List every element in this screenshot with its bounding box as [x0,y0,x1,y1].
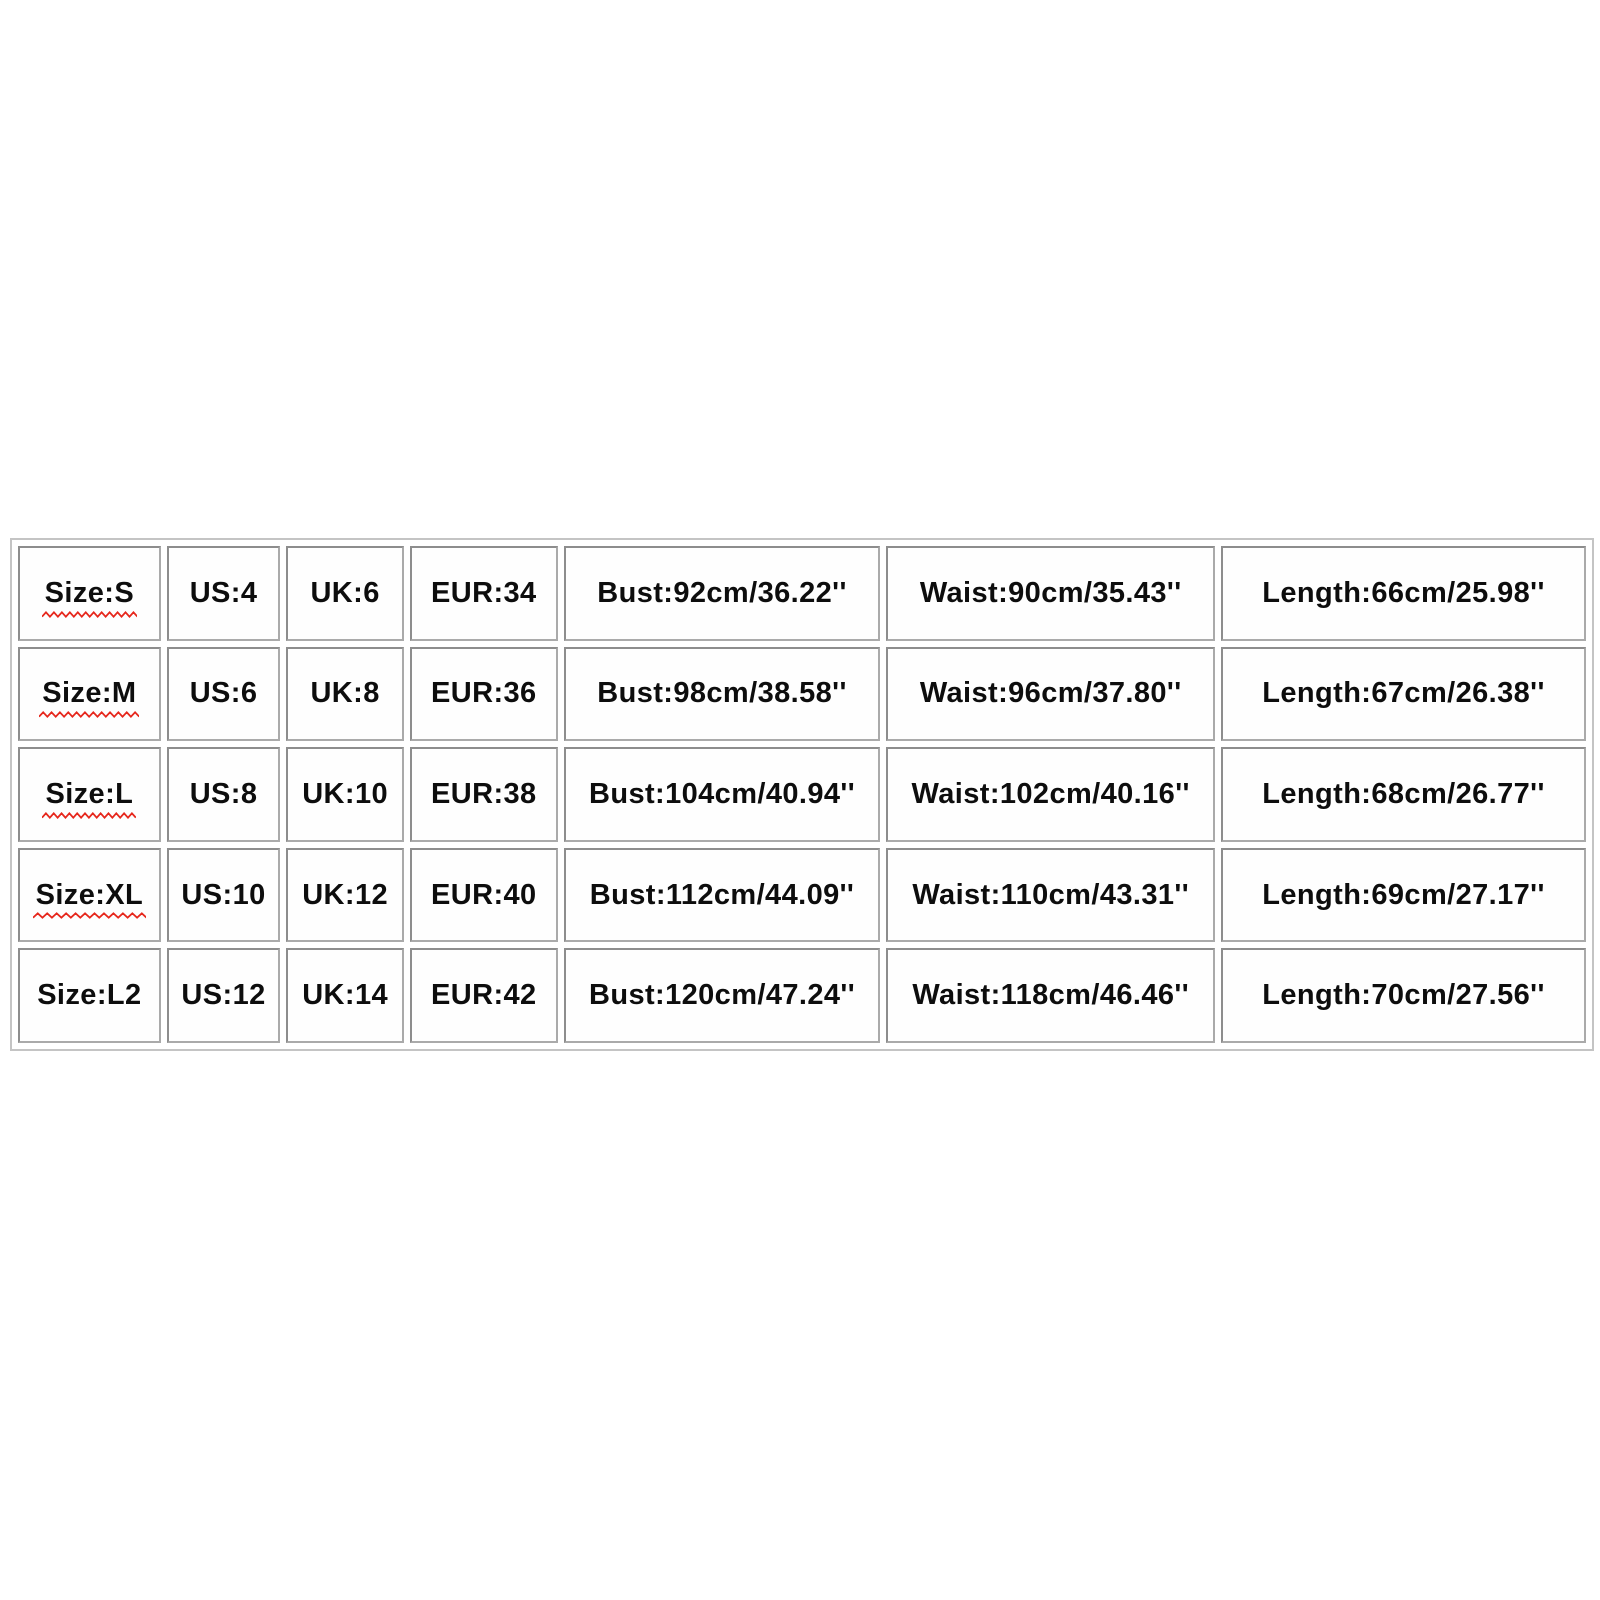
eur-size-cell: EUR:42 [409,948,558,1043]
length-cell: Length:68cm/26.77'' [1221,747,1586,842]
table-row: Size:L US:8 UK:10 EUR:38 Bust:104cm/40.9… [18,747,1586,842]
eur-size-cell: EUR:40 [409,847,558,943]
table-row: Size:XL US:10 UK:12 EUR:40 Bust:112cm/44… [18,847,1586,943]
us-size-cell: US:12 [166,948,281,1043]
table-row: Size:S US:4 UK:6 EUR:34 Bust:92cm/36.22'… [18,546,1586,641]
bust-cell: Bust:120cm/47.24'' [563,948,881,1043]
size-cell: Size:L2 [18,948,161,1043]
length-cell: Length:66cm/25.98'' [1221,546,1586,641]
eur-size-cell: EUR:34 [409,546,558,641]
uk-size-cell: UK:14 [286,948,404,1043]
us-size-cell: US:10 [166,847,281,943]
size-cell: Size:S [18,546,161,641]
length-cell: Length:69cm/27.17'' [1221,847,1586,943]
size-label: Size:L2 [37,979,142,1012]
waist-cell: Waist:96cm/37.80'' [886,646,1216,742]
size-label: Size:XL [35,878,144,911]
us-size-cell: US:6 [166,646,281,742]
length-cell: Length:70cm/27.56'' [1221,948,1586,1043]
table-row: Size:M US:6 UK:8 EUR:36 Bust:98cm/38.58'… [18,646,1586,742]
waist-cell: Waist:90cm/35.43'' [886,546,1216,641]
bust-cell: Bust:104cm/40.94'' [563,747,881,842]
size-label: Size:M [42,677,137,710]
length-cell: Length:67cm/26.38'' [1221,646,1586,742]
spellcheck-underline [33,912,147,919]
spellcheck-underline [42,812,136,819]
size-label: Size:S [44,576,135,609]
size-cell: Size:L [18,747,161,842]
uk-size-cell: UK:6 [286,546,404,641]
waist-cell: Waist:118cm/46.46'' [886,948,1216,1043]
spellcheck-underline [39,711,139,718]
bust-cell: Bust:112cm/44.09'' [563,847,881,943]
size-chart-table: Size:S US:4 UK:6 EUR:34 Bust:92cm/36.22'… [10,538,1594,1051]
size-label: Size:L [45,777,134,810]
waist-cell: Waist:102cm/40.16'' [886,747,1216,842]
uk-size-cell: UK:8 [286,646,404,742]
eur-size-cell: EUR:36 [409,646,558,742]
uk-size-cell: UK:12 [286,847,404,943]
uk-size-cell: UK:10 [286,747,404,842]
waist-cell: Waist:110cm/43.31'' [886,847,1216,943]
us-size-cell: US:4 [166,546,281,641]
bust-cell: Bust:98cm/38.58'' [563,646,881,742]
bust-cell: Bust:92cm/36.22'' [563,546,881,641]
size-cell: Size:M [18,646,161,742]
eur-size-cell: EUR:38 [409,747,558,842]
size-cell: Size:XL [18,847,161,943]
spellcheck-underline [42,611,137,618]
us-size-cell: US:8 [166,747,281,842]
table-row: Size:L2 US:12 UK:14 EUR:42 Bust:120cm/47… [18,948,1586,1043]
